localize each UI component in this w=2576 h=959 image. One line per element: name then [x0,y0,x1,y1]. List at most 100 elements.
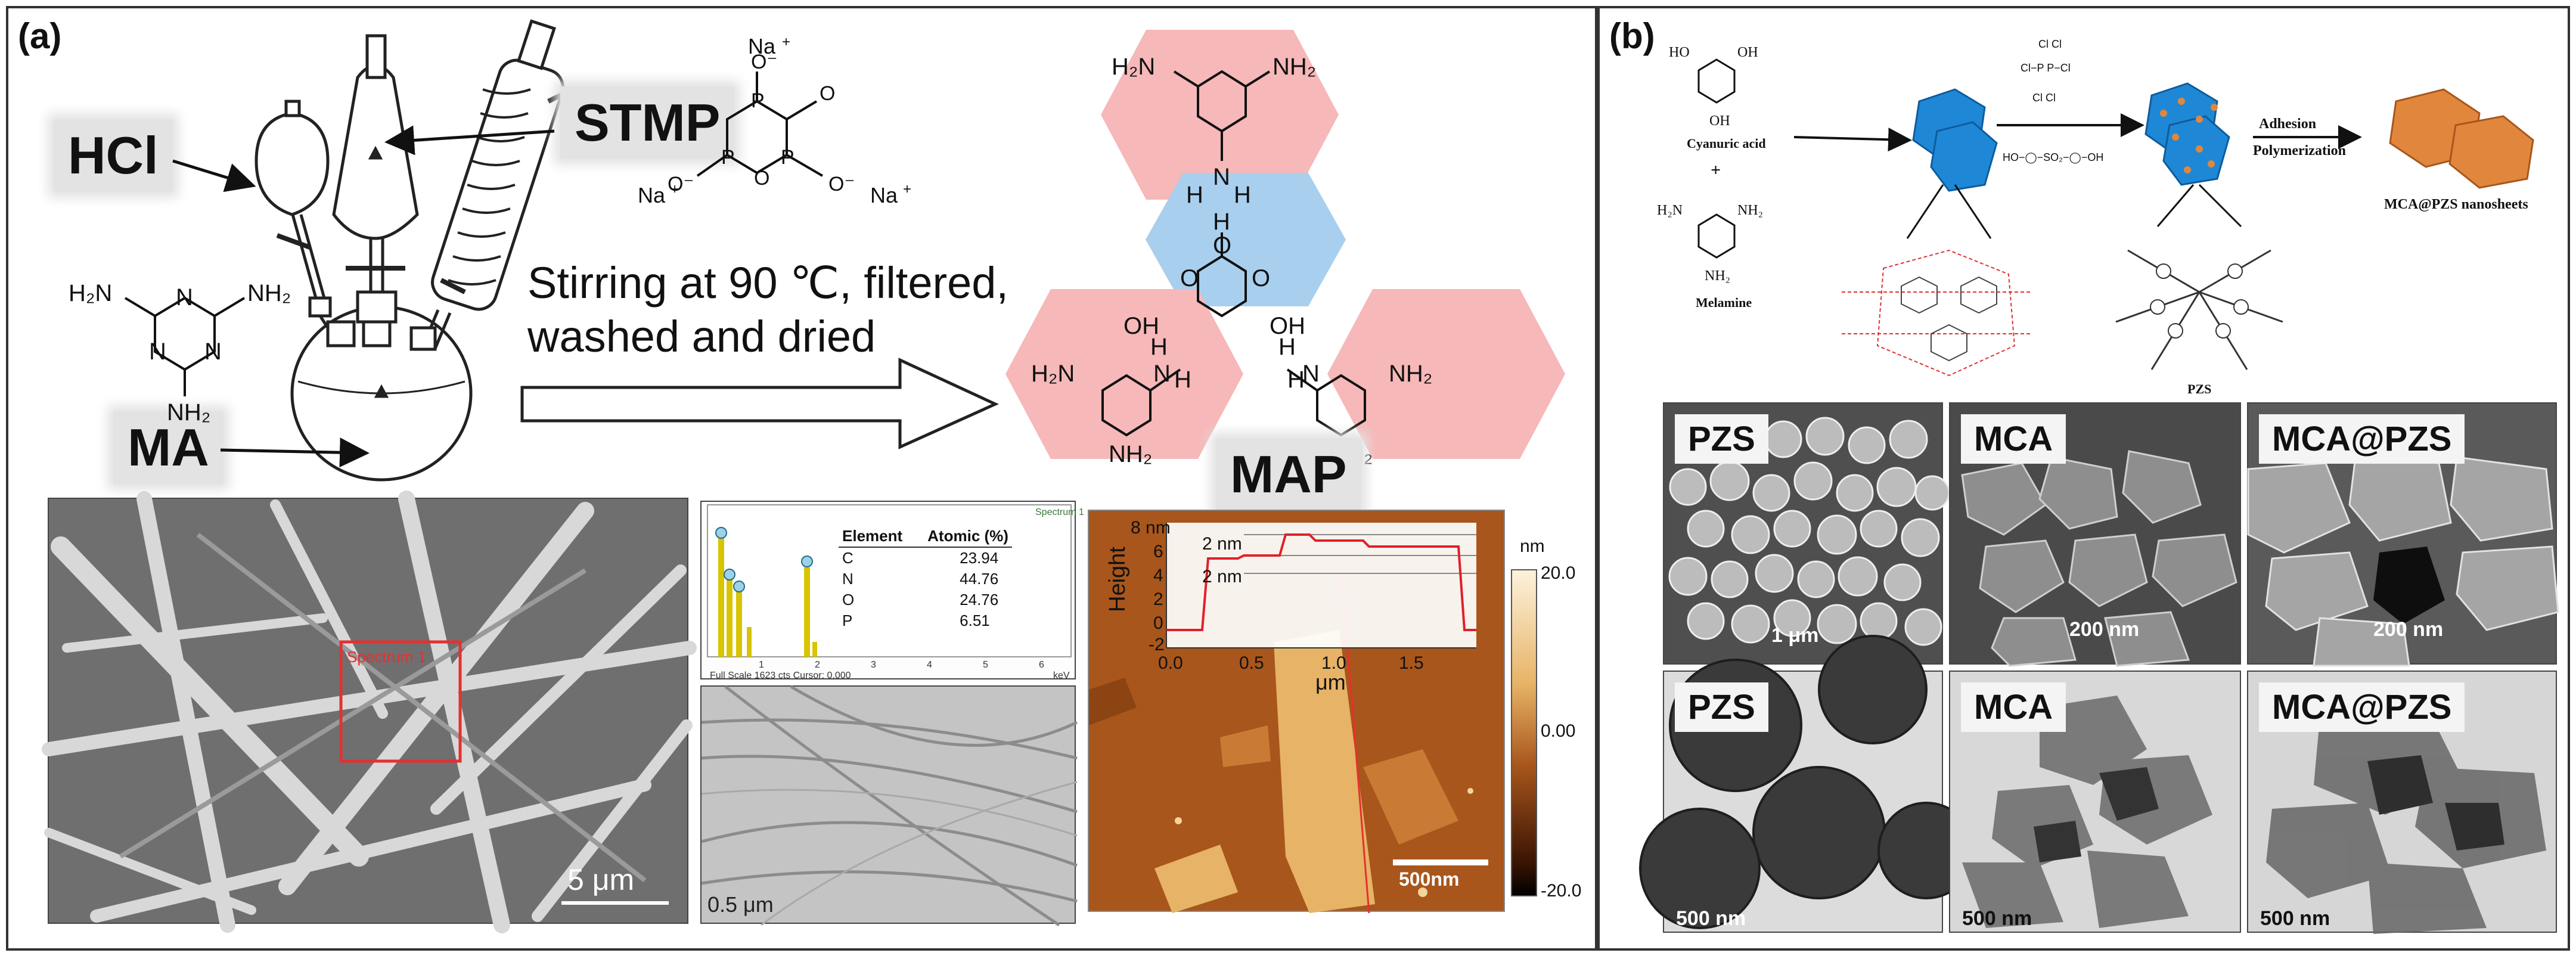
svg-text:P: P [721,146,735,169]
afm-xlabel: μm [1315,670,1346,694]
panel-b-tag: (b) [1609,16,1655,56]
svg-text:NH₂: NH₂ [1273,54,1316,80]
svg-text:O: O [754,167,769,190]
edx-header-atomic: Atomic (%) [924,526,1012,548]
edx-footer-unit: keV [1053,671,1070,681]
edx-spectrum-label: Spectrum 1 [1035,507,1084,517]
svg-text:H: H [1174,367,1191,393]
svg-text:NH₂: NH₂ [247,280,291,306]
sem-pzs-spheres [1668,417,1950,646]
map-label: MAP [1216,438,1361,511]
sem-mca-panel: MCA 200 nm [1949,402,2241,667]
sem-pzs-panel: PZS 1 μm [1663,402,1950,665]
edx-row-c-val: 23.94 [960,549,999,567]
edx-xtick-1: 1 [759,660,764,670]
tem-pzs-label: PZS [1675,682,1768,732]
svg-text:Cl Cl: Cl Cl [2032,92,2056,104]
svg-text:NH₂: NH₂ [1737,203,1763,218]
tem-mcapzs-label: MCA@PZS [2259,682,2465,732]
svg-text:H₂N: H₂N [1657,203,1683,218]
tem-pzs-scale: 500 nm [1676,907,1746,930]
afm-colorbar-unit: nm [1520,536,1545,556]
sem-rods [42,491,697,933]
sem-mca-flakes [1961,450,2237,667]
tem-mcapzs-flakes [2266,707,2546,934]
svg-text:P: P [751,89,765,112]
sem-scale-bar-a [561,901,669,905]
afm-ytick-6: 6 [1153,542,1163,561]
svg-text:O⁻: O⁻ [668,173,694,195]
svg-text:NH₂: NH₂ [1389,361,1432,387]
map-hexagons [1005,30,1565,459]
edx-row-p-val: 6.51 [960,612,990,629]
tem-mca-label: MCA [1961,682,2066,732]
tem-image-a: 0.5 μm [700,685,1078,927]
svg-text:OH: OH [1123,313,1159,339]
svg-text:H₂N: H₂N [1031,361,1075,387]
adhesion-line2: Polymerization [2253,143,2346,159]
sem-mcapzs-label: MCA@PZS [2259,414,2465,464]
na-ion-left: Na [638,183,666,207]
svg-text:OH: OH [1270,313,1305,339]
afm-profile-chart: 8 nm 6 4 2 0 -2 0.0 0.5 1.0 1.5 μm 2 nm … [1105,518,1476,694]
sem-image-a: Spectrum 1 5 μm [42,491,697,933]
process-text-line2: washed and dried [527,312,876,361]
edx-xtick-3: 3 [871,660,876,670]
na-ion-right: Na [870,183,898,207]
svg-text:P: P [781,146,794,169]
edx-xtick-2: 2 [815,660,820,670]
afm-ytick-0: 0 [1153,613,1163,633]
edx-row-n-el: N [842,570,854,588]
svg-text:O: O [820,82,835,105]
edx-row-p-el: P [842,612,853,629]
afm-xtick-05: 0.5 [1239,653,1264,673]
svg-text:O: O [1252,265,1270,291]
tem-mcapzs-panel: MCA@PZS 500 nm [2247,671,2557,934]
svg-text:H: H [1287,367,1305,393]
plus-sign: + [1711,160,1721,180]
edx-row-o-el: O [842,591,855,609]
svg-text:O: O [1180,265,1199,291]
product-label: MCA@PZS nanosheets [2384,197,2528,212]
svg-text:H: H [1234,182,1251,208]
afm-ytick-neg2: -2 [1149,635,1165,654]
sem-mcapzs-scale: 200 nm [2373,618,2444,641]
svg-text:NH₂: NH₂ [167,399,210,426]
process-arrow [520,358,1000,449]
svg-text:+: + [903,181,911,197]
edx-row-o-val: 24.76 [960,591,999,609]
svg-text:O⁻: O⁻ [828,173,855,195]
sem-mca-label: MCA [1961,414,2066,464]
afm-colorbar-min: -20.0 [1541,881,1582,901]
reaction-apparatus [255,19,573,482]
sem-spectrum-label: Spectrum 1 [347,648,426,666]
afm-ytick-2: 2 [1153,589,1163,609]
afm-scale-bar [1393,859,1488,865]
svg-text:OH: OH [1709,113,1730,129]
afm-ytick-8: 8 nm [1131,518,1171,538]
edx-header-element: Element [839,526,924,548]
sem-mca-scale: 200 nm [2069,618,2140,641]
edx-footer: Full Scale 1623 cts Cursor: 0.000 [710,671,851,681]
afm-scale: 500nm [1399,868,1460,890]
adhesion-line1: Adhesion [2259,116,2316,132]
tem-scale-a: 0.5 μm [707,892,774,917]
svg-text:H: H [1150,334,1168,360]
svg-text:+: + [671,181,679,197]
svg-text:O: O [1213,232,1231,259]
svg-text:H: H [1186,182,1203,208]
svg-text:HO: HO [1669,45,1690,60]
svg-text:N: N [1213,164,1230,190]
process-text-line1: Stirring at 90 ℃, filtered, [527,258,1008,308]
afm-xtick-15: 1.5 [1399,653,1424,673]
afm-xtick-10: 1.0 [1321,653,1346,673]
afm-annot-2: 2 nm [1202,567,1242,586]
panel-a-frame [6,6,1597,951]
afm-colorbar-mid: 0.00 [1541,721,1576,741]
sem-pzs-label: PZS [1675,414,1768,464]
svg-text:N: N [1153,361,1171,387]
svg-text:Cl Cl: Cl Cl [2038,38,2062,50]
edx-row-c-el: C [842,549,854,567]
